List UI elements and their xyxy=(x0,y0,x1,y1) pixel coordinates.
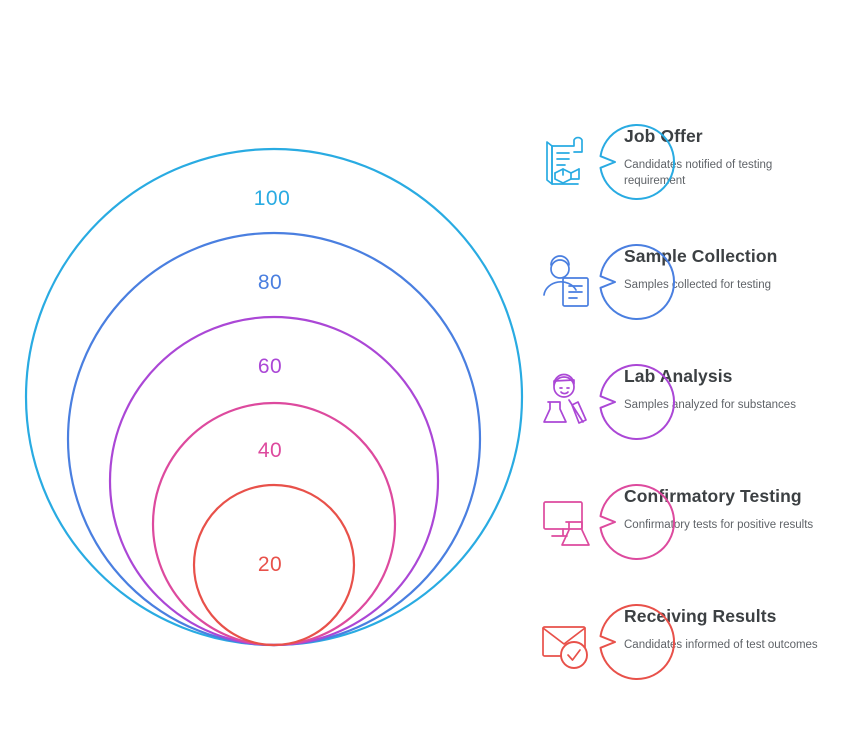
legend-icon-badge xyxy=(520,478,676,564)
document-handshake-icon xyxy=(546,136,583,185)
person-shoulders xyxy=(543,281,577,296)
circle-value-label-80: 80 xyxy=(257,271,283,294)
monitor-flask-icon xyxy=(543,501,590,546)
legend-item-description: Candidates notified of testing requireme… xyxy=(624,158,773,188)
circle-value-label-60: 60 xyxy=(257,355,283,378)
scientist-arm xyxy=(568,399,584,423)
document-handshake-icon-badge xyxy=(546,124,676,200)
speech-bubble-outline xyxy=(599,364,676,440)
scientist-coat xyxy=(571,401,587,424)
doc-lines xyxy=(556,152,570,166)
circle-value-label-40: 40 xyxy=(257,439,283,462)
monitor-stand xyxy=(551,528,568,537)
scientist-head xyxy=(553,376,575,398)
person-document-icon-badge xyxy=(543,244,676,320)
circle-value-label-100: 100 xyxy=(253,187,291,210)
envelope-flap xyxy=(542,627,586,645)
concentric-circles-chart: 100 80 60 40 20 xyxy=(24,147,524,647)
legend-item-description: Samples analyzed for substances xyxy=(624,398,796,411)
speech-bubble-outline xyxy=(599,244,676,320)
legend-item-description: Candidates informed of test outcomes xyxy=(624,638,818,651)
legend-icon-badge xyxy=(520,598,676,684)
person-head xyxy=(550,259,570,279)
handshake-body xyxy=(554,168,580,184)
monitor-flask-icon-badge xyxy=(543,484,676,560)
envelope-check-icon xyxy=(542,626,588,669)
scientist-hair xyxy=(553,373,575,386)
speech-bubble-outline xyxy=(599,484,676,560)
person-hair xyxy=(550,255,570,266)
document-lines xyxy=(568,285,583,299)
circle-ring-20 xyxy=(192,483,356,647)
legend-item-description: Samples collected for testing xyxy=(624,278,772,291)
legend-icon-badge xyxy=(520,118,676,204)
speech-bubble-outline xyxy=(599,124,676,200)
scientist-smile xyxy=(560,391,569,395)
concentric-circles-svg xyxy=(24,147,524,647)
check-badge-circle xyxy=(560,641,588,669)
scientist-flask-icon-badge xyxy=(543,364,676,440)
doc-body xyxy=(551,145,579,185)
legend-item-description: Confirmatory tests for positive results xyxy=(624,518,814,531)
legend-icon-badge xyxy=(520,238,676,324)
legend-item-title: Sample Collection xyxy=(624,246,778,266)
doc-scroll-top xyxy=(551,136,583,153)
checkmark xyxy=(567,649,581,661)
person-document-icon xyxy=(543,255,589,307)
circle-value-label-20: 20 xyxy=(257,553,283,576)
lab-flask xyxy=(543,401,567,423)
legend-item-title: Lab Analysis xyxy=(624,366,733,386)
handshake-fingers xyxy=(562,168,572,180)
testing-flask xyxy=(561,521,590,546)
legend-item-title: Confirmatory Testing xyxy=(624,486,802,506)
monitor-screen xyxy=(543,501,583,530)
scientist-flask-icon xyxy=(543,373,587,424)
handshake-top xyxy=(554,168,580,174)
speech-bubble-outline xyxy=(599,604,676,680)
legend-icon-badge xyxy=(520,358,676,444)
envelope-check-icon-badge xyxy=(542,604,676,680)
legend-item-title: Receiving Results xyxy=(624,606,777,626)
document-card xyxy=(562,277,589,307)
legend-item-title: Job Offer xyxy=(624,126,703,146)
